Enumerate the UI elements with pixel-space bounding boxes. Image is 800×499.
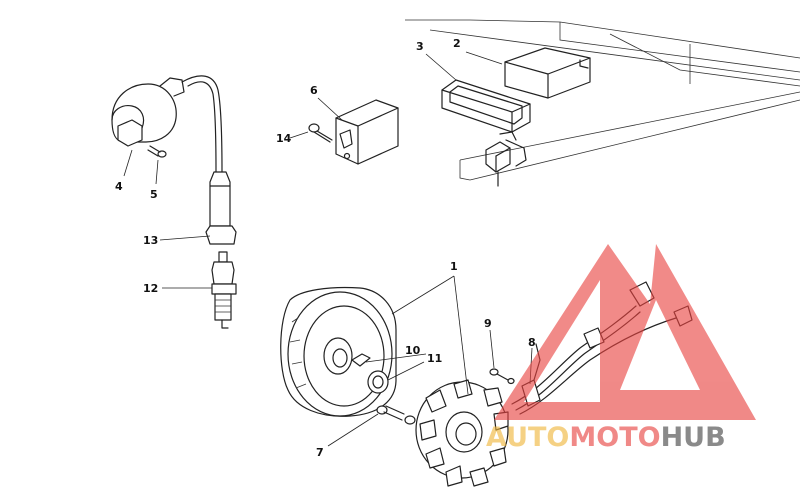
callout-10: 10 xyxy=(405,344,421,357)
callout-2: 2 xyxy=(453,37,461,50)
callout-1: 1 xyxy=(450,260,458,273)
control-unit-holder xyxy=(441,79,531,141)
frame-rails xyxy=(405,19,800,181)
screw-9 xyxy=(489,368,515,385)
leader-lines xyxy=(123,51,533,447)
watermark-part-auto: AUTO xyxy=(486,422,569,453)
callout-7: 7 xyxy=(316,446,324,459)
ignition-coil xyxy=(111,75,223,173)
bolt-7 xyxy=(376,405,416,425)
callout-8: 8 xyxy=(528,336,536,349)
screw-5 xyxy=(147,145,167,158)
callout-9: 9 xyxy=(484,317,492,330)
spark-plug xyxy=(211,251,237,329)
watermark-triangle-logo xyxy=(494,244,756,420)
relay-module xyxy=(335,99,399,165)
callout-12: 12 xyxy=(143,282,158,295)
callout-labels: 2 3 6 14 4 5 13 12 1 9 8 10 11 7 xyxy=(115,37,536,459)
screw-14 xyxy=(308,123,333,143)
stator xyxy=(415,379,509,487)
rail-clip xyxy=(485,139,527,187)
watermark-part-moto: MOTO xyxy=(569,422,660,453)
callout-4: 4 xyxy=(115,180,123,193)
callout-14: 14 xyxy=(276,132,292,145)
watermark: AUTOMOTOHUB xyxy=(486,244,756,453)
spark-plug-cap xyxy=(205,171,237,245)
flywheel-rotor xyxy=(280,286,397,417)
watermark-part-hub: HUB xyxy=(661,422,726,453)
woodruff-key xyxy=(351,353,371,367)
callout-3: 3 xyxy=(416,40,424,53)
control-unit xyxy=(504,47,591,99)
callout-6: 6 xyxy=(310,84,318,97)
callout-13: 13 xyxy=(143,234,158,247)
flywheel-nut xyxy=(367,370,389,394)
callout-11: 11 xyxy=(427,352,442,365)
callout-5: 5 xyxy=(150,188,158,201)
watermark-brand: AUTOMOTOHUB xyxy=(486,422,726,453)
